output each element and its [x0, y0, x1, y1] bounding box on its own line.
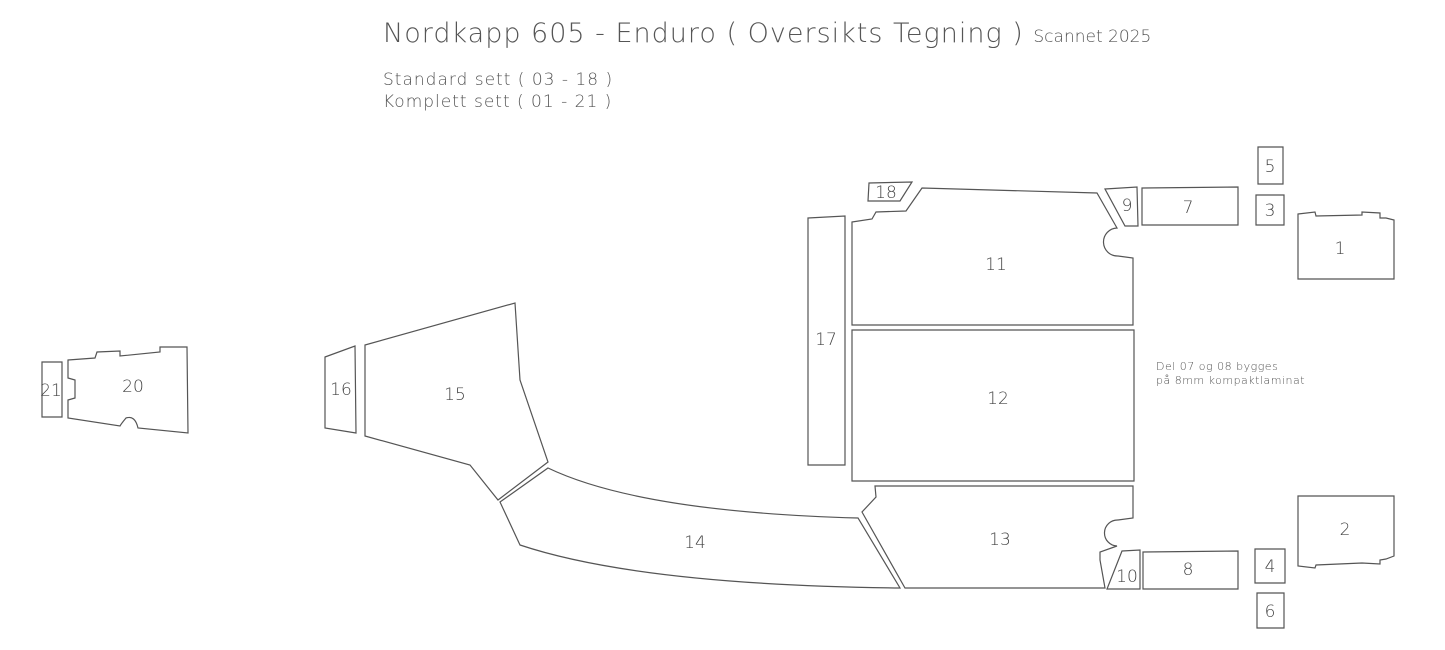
note-line-2: på 8mm kompaktlaminat [1156, 374, 1306, 387]
part-number-label: 4 [1265, 557, 1276, 577]
part-number-label: 5 [1265, 157, 1276, 177]
part-3: 3 [1255, 194, 1285, 226]
part-2: 2 [1297, 495, 1395, 569]
part-number-label: 14 [684, 533, 706, 553]
part-number-label: 17 [815, 330, 837, 350]
part-number-label: 7 [1183, 198, 1194, 218]
part-9: 9 [1104, 186, 1139, 227]
title-text: Nordkapp 605 - Enduro ( Oversikts Tegnin… [383, 18, 1024, 49]
part-12: 12 [851, 329, 1135, 482]
part-17: 17 [807, 215, 846, 466]
part-number-label: 3 [1265, 201, 1276, 221]
part-number-label: 11 [985, 255, 1007, 275]
part-8: 8 [1142, 550, 1239, 590]
part-13: 13 [861, 485, 1134, 589]
part-number-label: 2 [1340, 520, 1351, 540]
part-number-label: 9 [1122, 196, 1133, 216]
part-number-label: 18 [875, 183, 897, 203]
part-10: 10 [1106, 549, 1141, 590]
part-number-label: 1 [1335, 239, 1346, 259]
part-6: 6 [1256, 592, 1285, 629]
part-21: 21 [40, 361, 63, 418]
part-number-label: 13 [989, 530, 1011, 550]
part-5: 5 [1257, 146, 1284, 185]
standard-set-label: Standard sett ( 03 - 18 ) [383, 70, 614, 90]
part-number-label: 15 [444, 385, 466, 405]
part-14: 14 [499, 467, 902, 589]
part-20: 20 [67, 346, 189, 434]
part-11: 11 [851, 187, 1134, 326]
part-16: 16 [324, 345, 357, 434]
part-number-label: 20 [122, 377, 144, 397]
part-1: 1 [1297, 211, 1395, 280]
part-number-label: 21 [40, 381, 62, 401]
part-number-label: 12 [987, 389, 1009, 409]
drawing-title: Nordkapp 605 - Enduro ( Oversikts Tegnin… [383, 18, 1151, 49]
part-number-label: 8 [1183, 560, 1194, 580]
part-number-label: 10 [1116, 567, 1138, 587]
part-number-label: 16 [330, 380, 352, 400]
part-18: 18 [867, 181, 914, 203]
part-number-label: 6 [1265, 602, 1276, 622]
part-7: 7 [1141, 186, 1239, 226]
part-4: 4 [1254, 548, 1286, 584]
complete-set-label: Komplett sett ( 01 - 21 ) [383, 92, 613, 112]
part-15: 15 [364, 302, 549, 501]
scan-note: Scannet 2025 [1033, 27, 1152, 47]
note-line-1: Del 07 og 08 bygges [1156, 360, 1279, 373]
